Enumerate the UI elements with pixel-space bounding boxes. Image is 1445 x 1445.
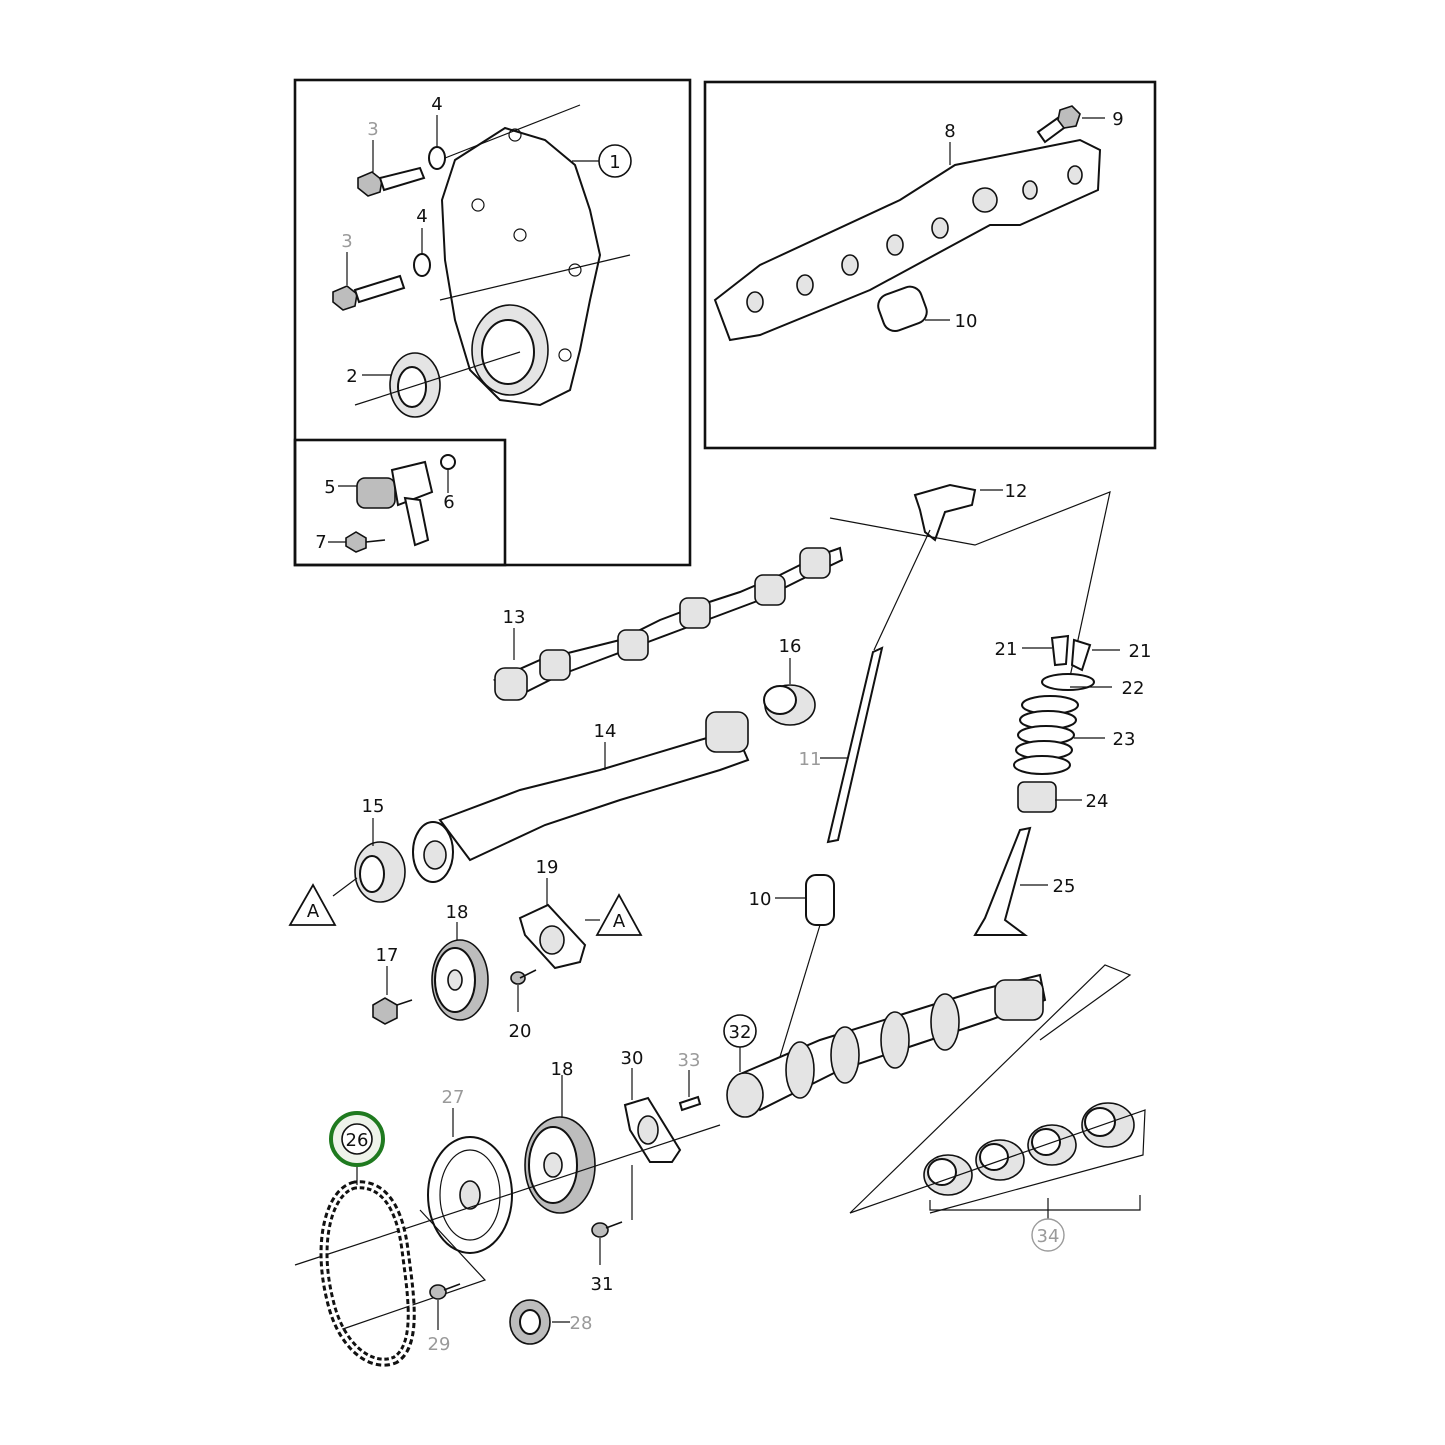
bolt-31[interactable] xyxy=(591,1221,623,1238)
label-23: 23 xyxy=(1113,729,1136,750)
label-21-right: 21 xyxy=(1129,641,1152,662)
label-13: 13 xyxy=(503,607,526,628)
label-7: 7 xyxy=(315,532,326,553)
bolt-9[interactable] xyxy=(1036,105,1081,144)
label-11: 11 xyxy=(799,749,822,770)
label-24: 24 xyxy=(1086,791,1109,812)
woodruff-key-33[interactable] xyxy=(678,1095,702,1112)
label-34-circle xyxy=(1031,1218,1065,1252)
lifter-guide-8[interactable] xyxy=(713,138,1102,342)
thrust-plate-30[interactable] xyxy=(623,1096,682,1163)
label-29: 29 xyxy=(428,1334,451,1355)
washer-4-upper[interactable] xyxy=(428,146,446,170)
sensor-5[interactable] xyxy=(356,460,434,547)
label-17: 17 xyxy=(376,945,399,966)
camshaft[interactable] xyxy=(726,973,1047,1118)
valve-spring-23[interactable] xyxy=(1013,695,1079,775)
cam-bearings-34[interactable] xyxy=(923,1102,1135,1196)
bearing-15[interactable] xyxy=(354,841,406,903)
label-33: 33 xyxy=(678,1050,701,1071)
balance-shaft-14[interactable] xyxy=(412,711,750,883)
label-28: 28 xyxy=(570,1313,593,1334)
valve-25[interactable] xyxy=(973,826,1032,936)
bolt-17[interactable] xyxy=(372,997,413,1025)
label-26: 26 xyxy=(346,1130,369,1151)
label-14: 14 xyxy=(594,721,617,742)
gear-18-upper[interactable] xyxy=(431,939,489,1021)
valve-key-21-right[interactable] xyxy=(1070,638,1092,672)
label-26-circle xyxy=(341,1123,373,1155)
ref-triangle-a-left xyxy=(288,883,337,926)
inset-frame-lifter-guide xyxy=(703,80,1157,450)
bolt-20[interactable] xyxy=(510,969,537,985)
label-27: 27 xyxy=(442,1087,465,1108)
bolt-3-lower[interactable] xyxy=(332,274,406,311)
label-10-upper: 10 xyxy=(955,311,978,332)
o-ring-6[interactable] xyxy=(440,454,456,470)
label-32-circle xyxy=(723,1014,757,1048)
label-25: 25 xyxy=(1053,876,1076,897)
label-18-lower: 18 xyxy=(551,1059,574,1080)
label-1: 1 xyxy=(609,152,620,173)
label-9: 9 xyxy=(1112,109,1123,130)
label-a-left: A xyxy=(307,901,320,922)
label-8: 8 xyxy=(944,121,955,142)
tappet-10-lower[interactable] xyxy=(805,874,835,926)
label-5: 5 xyxy=(324,477,335,498)
oil-seal-2[interactable] xyxy=(354,351,521,418)
valve-seal-24[interactable] xyxy=(1017,781,1057,813)
label-12: 12 xyxy=(1005,481,1028,502)
label-32: 32 xyxy=(729,1022,752,1043)
label-3-lower: 3 xyxy=(341,231,352,252)
bolt-3-upper[interactable] xyxy=(357,166,426,197)
label-2: 2 xyxy=(346,366,357,387)
gear-18-lower[interactable] xyxy=(524,1116,596,1214)
rocker-arm-12[interactable] xyxy=(913,483,977,542)
label-31: 31 xyxy=(591,1274,614,1295)
label-10-lower: 10 xyxy=(749,889,772,910)
label-1-circle xyxy=(598,144,632,178)
camshaft-sprocket-27[interactable] xyxy=(427,1136,513,1254)
label-6: 6 xyxy=(443,492,454,513)
timing-cover[interactable] xyxy=(439,104,631,407)
label-4-upper: 4 xyxy=(431,94,442,115)
label-30: 30 xyxy=(621,1048,644,1069)
label-34: 34 xyxy=(1037,1226,1060,1247)
ref-triangle-a-right xyxy=(595,893,643,936)
label-22: 22 xyxy=(1122,678,1145,699)
valve-key-21-left[interactable] xyxy=(1050,634,1070,667)
label-21-left: 21 xyxy=(995,639,1018,660)
washer-4-lower[interactable] xyxy=(413,253,431,277)
label-a-right: A xyxy=(613,911,626,932)
bolt-7[interactable] xyxy=(345,531,386,553)
label-4-lower: 4 xyxy=(416,206,427,227)
bearing-16[interactable] xyxy=(763,684,816,726)
bolt-29[interactable] xyxy=(429,1283,461,1300)
label-20: 20 xyxy=(509,1021,532,1042)
label-18-upper: 18 xyxy=(446,902,469,923)
crank-sprocket-28[interactable] xyxy=(509,1299,551,1345)
pushrod-11[interactable] xyxy=(826,646,884,844)
label-15: 15 xyxy=(362,796,385,817)
label-3-upper: 3 xyxy=(367,119,378,140)
timing-chain-26[interactable] xyxy=(319,1180,416,1367)
spring-retainer-22[interactable] xyxy=(1041,673,1095,691)
inset-frame-sensor xyxy=(293,438,507,567)
tappet-10-upper[interactable] xyxy=(875,283,930,334)
label-19: 19 xyxy=(536,857,559,878)
label-16: 16 xyxy=(779,636,802,657)
rocker-shaft-13[interactable] xyxy=(492,546,844,701)
thrust-plate-19[interactable] xyxy=(518,903,587,970)
